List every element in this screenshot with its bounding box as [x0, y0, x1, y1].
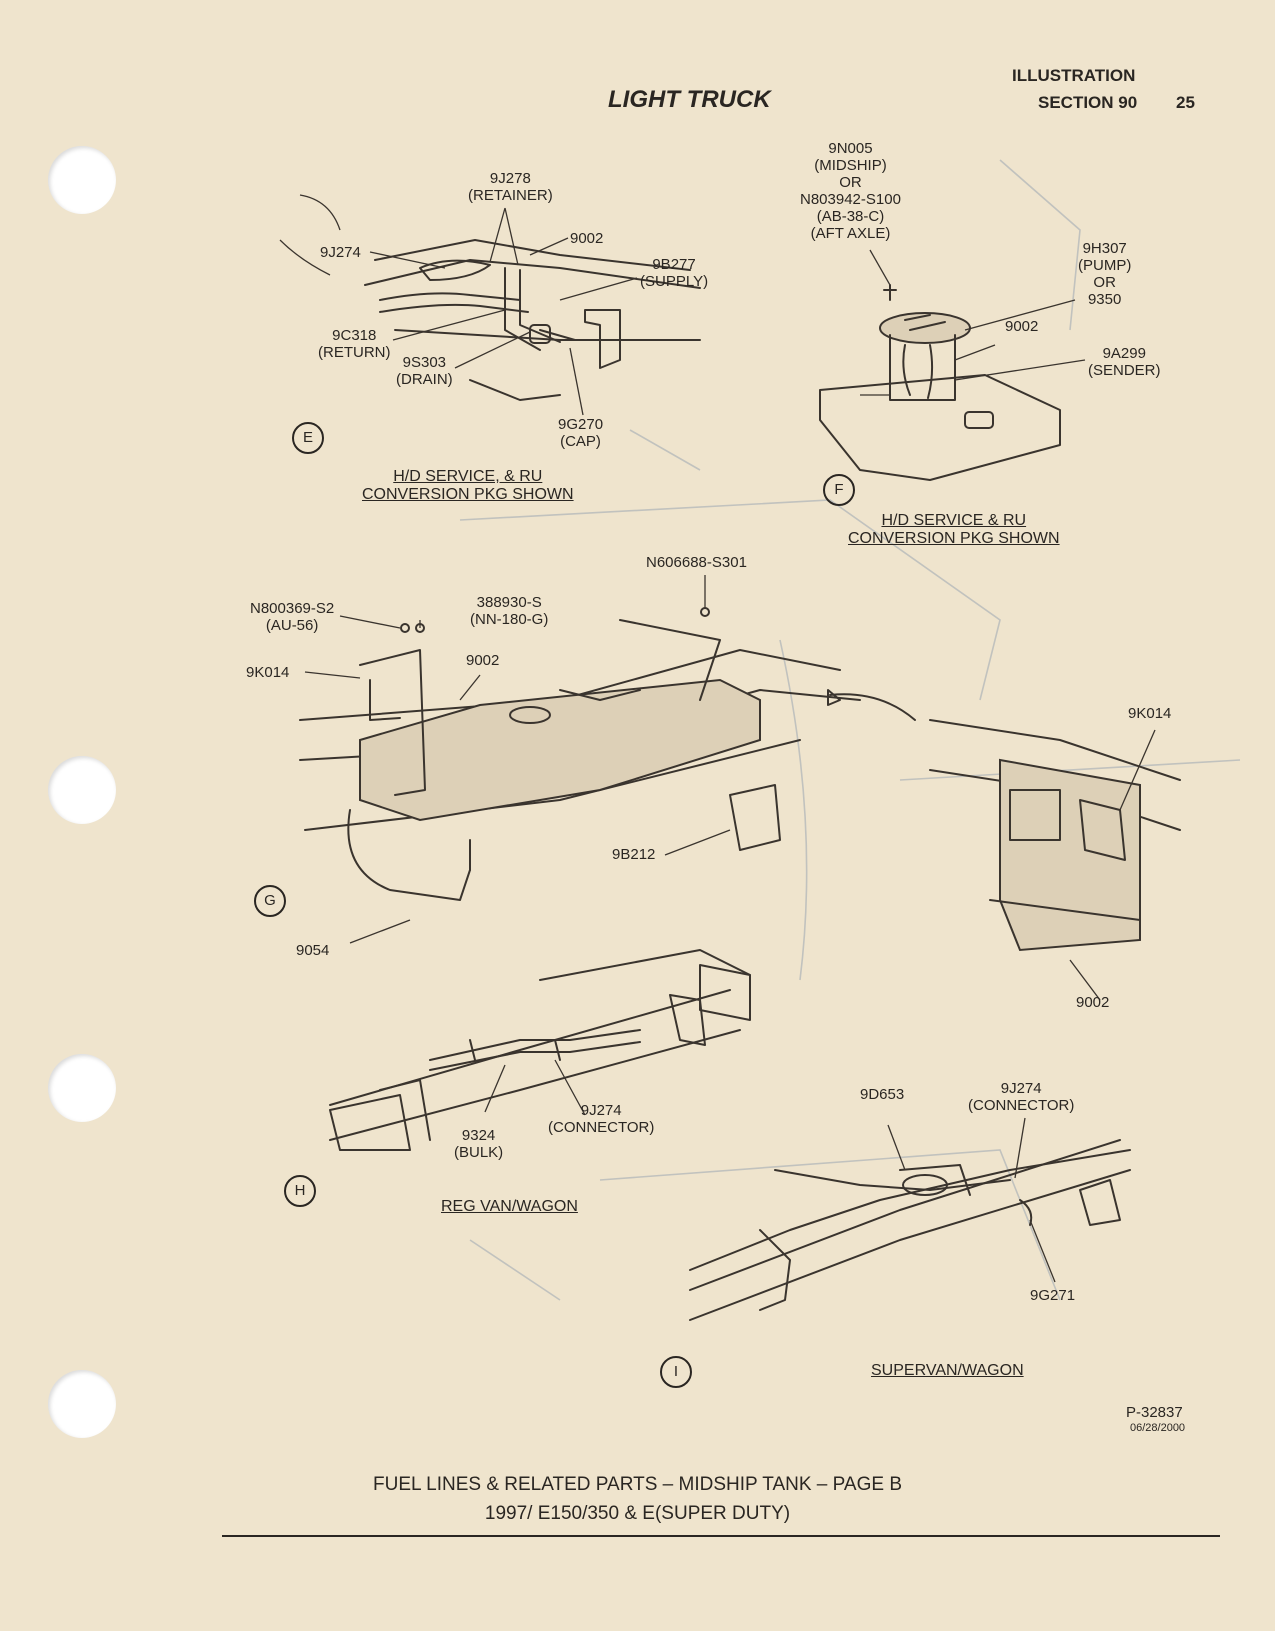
view-i-drawing [689, 1139, 1131, 1321]
view-marker-f: F [823, 474, 855, 506]
label-9h307-pump: 9H307 (PUMP) OR 9350 [1078, 240, 1132, 308]
view-marker-i: I [660, 1356, 692, 1388]
label-9j274: 9J274 [320, 244, 361, 261]
label-9g271-clip: 9G271 [1030, 1287, 1076, 1304]
view-e-caption: H/D SERVICE, & RU CONVERSION PKG SHOWN [362, 468, 574, 503]
view-g-drawing [299, 607, 1181, 952]
footer-models: 1997/ E150/350 & E(SUPER DUTY) [484, 1503, 791, 1524]
view-i-caption: SUPERVAN/WAGON [871, 1362, 1024, 1379]
label-n800369-s2: N800369-S2 (AU-56) [250, 600, 335, 634]
section-label: SECTION 90 [1038, 93, 1138, 112]
view-marker-g: G [254, 885, 286, 917]
view-h-drawing [329, 949, 751, 1151]
label-9002-tank: 9002 [570, 230, 604, 247]
label-9j278-retainer: 9J278 (RETAINER) [468, 170, 553, 204]
label-9k014-bracket-right: 9K014 [1128, 705, 1172, 722]
label-9n005-midship: 9N005 (MIDSHIP) OR N803942-S100 (AB-38-C… [800, 140, 901, 242]
footer-rule [222, 1535, 1220, 1537]
binder-hole [48, 146, 116, 214]
page-title: LIGHT TRUCK [608, 86, 771, 113]
label-9002-tank: 9002 [466, 652, 500, 669]
view-h-caption: REG VAN/WAGON [441, 1198, 578, 1215]
label-9j274-connector: 9J274 (CONNECTOR) [968, 1080, 1075, 1114]
binder-hole [48, 1054, 116, 1122]
label-9s303-drain: 9S303 (DRAIN) [396, 354, 453, 388]
leader-lines [304, 207, 1156, 1283]
label-388930-s: 388930-S (NN-180-G) [470, 594, 549, 628]
label-9324-bulk: 9324 (BULK) [454, 1127, 504, 1161]
reference-date: 06/28/2000 [1130, 1422, 1186, 1434]
label-9002-tank-right: 9002 [1076, 994, 1110, 1011]
binder-hole [48, 756, 116, 824]
footer-title: FUEL LINES & RELATED PARTS – MIDSHIP TAN… [373, 1474, 902, 1495]
label-9k014-bracket: 9K014 [246, 664, 290, 681]
label-n606688-s301: N606688-S301 [646, 554, 747, 571]
bleed-through-ghost [459, 159, 1241, 1301]
view-marker-h: H [284, 1175, 316, 1207]
label-9g270-cap: 9G270 (CAP) [558, 416, 604, 450]
view-f-caption: H/D SERVICE & RU CONVERSION PKG SHOWN [848, 512, 1060, 547]
label-9b277-supply: 9B277 (SUPPLY) [640, 256, 709, 290]
view-e-drawing [279, 194, 701, 401]
page-number: 25 [1176, 93, 1195, 112]
label-9c318-return: 9C318 (RETURN) [318, 327, 391, 361]
reference-number: P-32837 [1126, 1404, 1183, 1421]
binder-hole [48, 1370, 116, 1438]
label-9054-strap: 9054 [296, 942, 330, 959]
label-9b212-shield: 9B212 [612, 846, 656, 863]
label-9a299-sender: 9A299 (SENDER) [1088, 345, 1161, 379]
label-9d653-filler: 9D653 [860, 1086, 905, 1103]
label-9002-tank: 9002 [1005, 318, 1039, 335]
view-marker-e: E [292, 422, 324, 454]
illustration-label: ILLUSTRATION [1012, 66, 1136, 85]
label-9j274-connector: 9J274 (CONNECTOR) [548, 1102, 655, 1136]
